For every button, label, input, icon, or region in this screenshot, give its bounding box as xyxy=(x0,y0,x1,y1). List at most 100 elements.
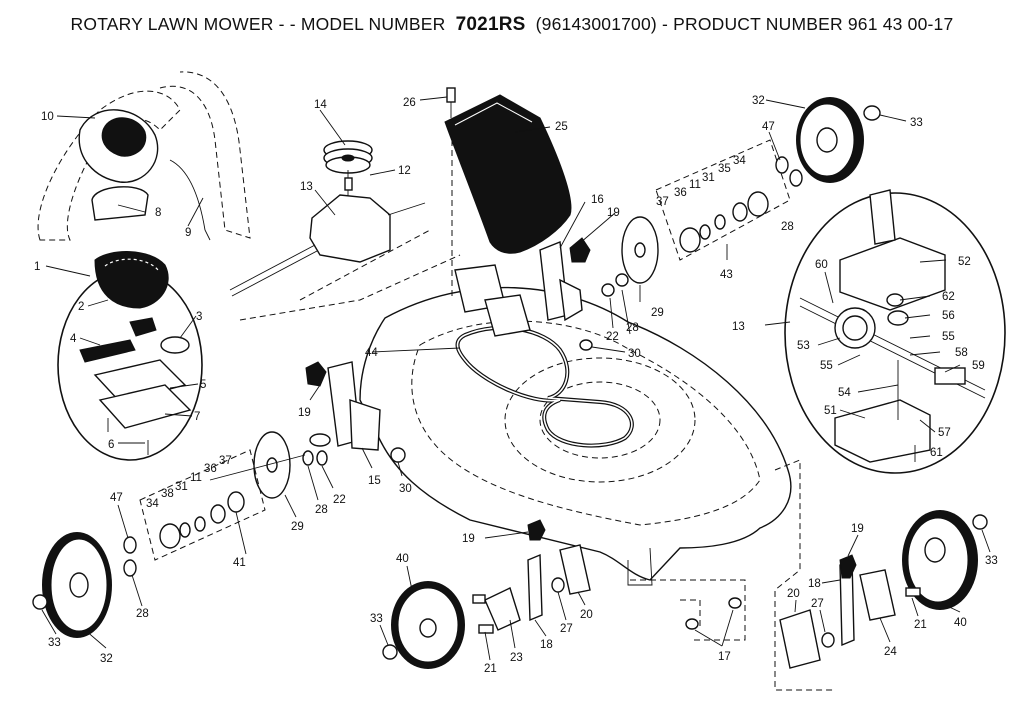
callout-label: 44 xyxy=(365,347,378,359)
callout-label: 11 xyxy=(190,472,202,484)
callout-label: 24 xyxy=(884,646,897,658)
wheel-cap-left xyxy=(209,431,306,499)
callout-label: 33 xyxy=(48,637,61,649)
callout-label: 51 xyxy=(824,405,837,417)
callout-label: 15 xyxy=(368,475,381,487)
callout-label: 38 xyxy=(161,488,174,500)
callout-label: 41 xyxy=(233,557,246,569)
callout-label: 28 xyxy=(781,221,794,233)
callout-label: 2 xyxy=(78,301,84,313)
callout-label: 14 xyxy=(314,99,327,111)
control-detail xyxy=(57,251,203,461)
callout-label: 23 xyxy=(510,652,523,664)
drive-belt xyxy=(455,325,634,448)
callout-label: 3 xyxy=(196,311,202,323)
axle-parts-right xyxy=(679,191,769,253)
callout-label: 16 xyxy=(591,194,604,206)
callout-label: 18 xyxy=(540,639,553,651)
callout-label: 11 xyxy=(689,179,701,191)
callout-label: 40 xyxy=(954,617,967,629)
callout-label: 30 xyxy=(399,483,412,495)
callout-label: 36 xyxy=(204,463,217,475)
callout-label: 47 xyxy=(762,121,775,133)
callout-label: 25 xyxy=(555,121,568,133)
wheel-front-left xyxy=(32,532,112,638)
callout-label: 28 xyxy=(626,322,639,334)
callout-label: 19 xyxy=(607,207,620,219)
wheel-cap-right xyxy=(579,216,659,351)
callout-label: 18 xyxy=(808,578,821,590)
callout-label: 55 xyxy=(942,331,955,343)
callout-label: 19 xyxy=(298,407,311,419)
callout-label: 5 xyxy=(200,379,206,391)
gearbox-assembly xyxy=(229,140,461,321)
title-suffix: (96143001700) - PRODUCT NUMBER 961 43 00… xyxy=(535,14,954,34)
callout-label: 13 xyxy=(300,181,313,193)
callout-label: 33 xyxy=(985,555,998,567)
callout-label: 37 xyxy=(219,455,232,467)
callout-label: 20 xyxy=(580,609,593,621)
dashed-guides xyxy=(630,459,835,691)
callout-label: 53 xyxy=(797,340,810,352)
callout-label: 52 xyxy=(958,256,971,268)
callout-label: 55 xyxy=(820,360,833,372)
callout-label: 59 xyxy=(972,360,985,372)
callout-label: 20 xyxy=(787,588,800,600)
callout-label: 32 xyxy=(100,653,113,665)
callout-label: 60 xyxy=(815,259,828,271)
axle-parts-left xyxy=(123,449,266,577)
callout-label: 19 xyxy=(851,523,864,535)
callout-label: 58 xyxy=(955,347,968,359)
handle-assembly xyxy=(37,71,251,241)
callout-label: 28 xyxy=(136,608,149,620)
callout-label: 7 xyxy=(194,411,200,423)
callout-label: 17 xyxy=(718,651,731,663)
callout-label: 8 xyxy=(155,207,161,219)
title-prefix: ROTARY LAWN MOWER - - MODEL NUMBER xyxy=(70,14,446,34)
callout-label: 9 xyxy=(185,227,191,239)
wheel-rear-right xyxy=(655,97,881,261)
callout-label: 43 xyxy=(720,269,733,281)
callout-label: 29 xyxy=(651,307,664,319)
callout-label: 22 xyxy=(333,494,346,506)
title-model-number: 7021RS xyxy=(455,14,526,35)
callout-label: 4 xyxy=(70,333,77,345)
callout-label: 56 xyxy=(942,310,955,322)
callout-label: 33 xyxy=(370,613,383,625)
callout-label: 21 xyxy=(484,663,497,675)
callout-label: 33 xyxy=(910,117,923,129)
callout-label: 31 xyxy=(175,481,188,493)
callout-label: 27 xyxy=(560,623,573,635)
callout-label: 47 xyxy=(110,492,123,504)
wheel-front-right xyxy=(779,510,988,669)
callout-label: 57 xyxy=(938,427,951,439)
callout-label: 61 xyxy=(930,447,943,459)
callout-label: 35 xyxy=(718,163,731,175)
callout-label: 26 xyxy=(403,97,416,109)
callout-label: 34 xyxy=(733,155,746,167)
callout-label: 31 xyxy=(702,172,715,184)
callout-leaders xyxy=(41,96,991,661)
grass-chute xyxy=(444,87,572,300)
callout-label: 34 xyxy=(146,498,159,510)
callout-label: 10 xyxy=(41,111,54,123)
deck-bracket xyxy=(454,264,531,337)
wheel-front-center xyxy=(382,519,591,669)
gearbox-detail xyxy=(784,189,1006,474)
height-adjuster-left xyxy=(302,361,406,466)
callout-label: 21 xyxy=(914,619,927,631)
callout-label: 32 xyxy=(752,95,765,107)
callout-label: 30 xyxy=(628,348,641,360)
callout-label: 37 xyxy=(656,196,669,208)
mower-deck xyxy=(359,286,792,586)
callout-label: 6 xyxy=(108,439,114,451)
callout-label: 40 xyxy=(396,553,409,565)
callout-label: 29 xyxy=(291,521,304,533)
callout-label: 13 xyxy=(732,321,745,333)
callout-label: 54 xyxy=(838,387,851,399)
callout-label: 62 xyxy=(942,291,955,303)
callout-label: 12 xyxy=(398,165,411,177)
diagram-title: ROTARY LAWN MOWER - - MODEL NUMBER 7021R… xyxy=(0,14,1024,36)
callout-label: 22 xyxy=(606,331,619,343)
